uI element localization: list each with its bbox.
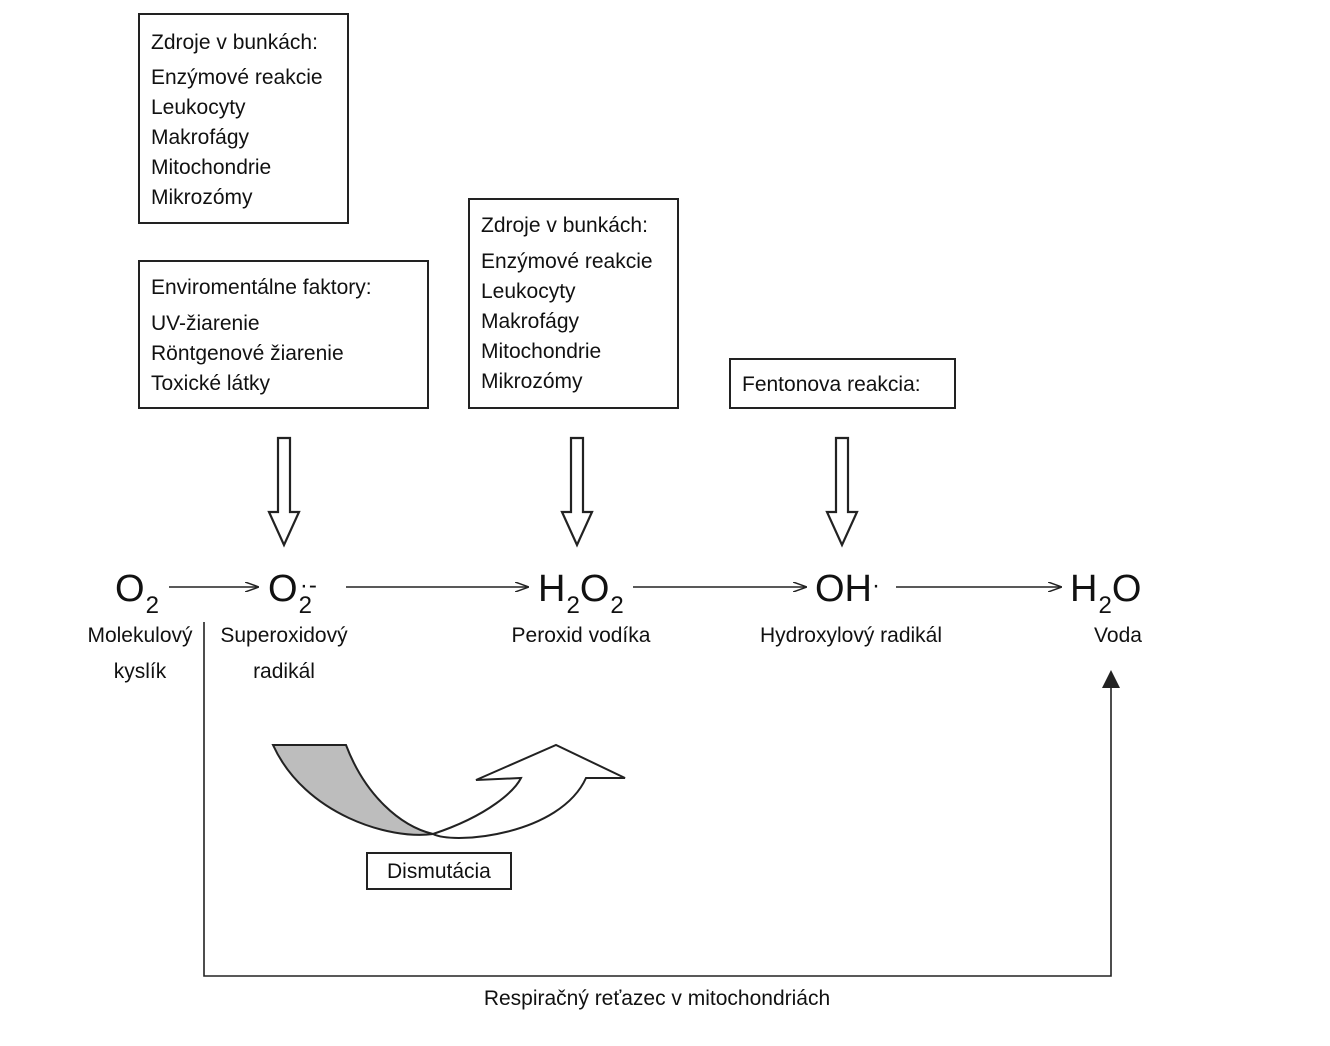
cell-source-item: Leukocyty: [481, 280, 576, 303]
environmental-factors-box: Enviromentálne faktory: UV-žiarenie Rönt…: [138, 260, 429, 409]
label-hydrogen-peroxide: Peroxid vodíka: [511, 624, 651, 647]
label-o2-line2: kyslík: [113, 660, 167, 683]
hollow-down-arrow: [825, 436, 859, 548]
fenton-reaction-box: Fentonova reakcia:: [729, 358, 956, 409]
respiratory-chain-label: Respiračný reťazec v mitochondriách: [483, 987, 831, 1010]
cell-source-item: Mitochondrie: [151, 156, 272, 179]
cell-sources-heading: Zdroje v bunkách:: [151, 31, 318, 54]
hollow-down-arrow: [560, 436, 594, 548]
dismutation-label: Dismutácia: [387, 860, 491, 883]
species-superoxide: O2·-: [268, 568, 318, 619]
cell-source-item: Mikrozómy: [481, 370, 583, 393]
label-hydroxyl-radical: Hydroxylový radikál: [759, 624, 943, 647]
cell-source-item: Enzýmové reakcie: [151, 66, 323, 89]
label-superoxide-line2: radikál: [253, 660, 315, 683]
hollow-down-arrow: [267, 436, 301, 548]
environmental-item: Röntgenové žiarenie: [151, 342, 344, 365]
environmental-item: UV-žiarenie: [151, 312, 260, 335]
dismutation-curve-gray: [271, 744, 434, 836]
respiratory-chain-arrowhead: [1102, 670, 1120, 688]
species-hydrogen-peroxide: H2O2: [538, 568, 624, 619]
cell-source-item: Enzýmové reakcie: [481, 250, 653, 273]
dismutation-curve-arrow: [430, 743, 626, 839]
cell-sources-box-2: Zdroje v bunkách: Enzýmové reakcie Leuko…: [468, 198, 679, 409]
species-o2: O2: [115, 568, 159, 619]
cell-source-item: Makrofágy: [481, 310, 580, 333]
species-hydroxyl-radical: OH·: [815, 568, 881, 610]
environmental-item: Toxické látky: [151, 372, 271, 395]
cell-sources-box-1: Zdroje v bunkách: Enzýmové reakcie Leuko…: [138, 13, 349, 224]
label-o2-line1: Molekulový: [87, 624, 193, 647]
cell-source-item: Leukocyty: [151, 96, 246, 119]
cell-source-item: Mitochondrie: [481, 340, 602, 363]
cell-source-item: Mikrozómy: [151, 186, 253, 209]
fenton-heading: Fentonova reakcia:: [742, 373, 921, 396]
label-water: Voda: [1094, 624, 1142, 647]
cell-sources-heading: Zdroje v bunkách:: [481, 214, 648, 237]
species-water: H2O: [1070, 568, 1142, 619]
respiratory-chain-line: [203, 622, 1112, 977]
environmental-heading: Enviromentálne faktory:: [151, 276, 372, 299]
label-superoxide-line1: Superoxidový: [220, 624, 348, 647]
cell-source-item: Makrofágy: [151, 126, 250, 149]
dismutation-box: Dismutácia: [366, 852, 512, 890]
